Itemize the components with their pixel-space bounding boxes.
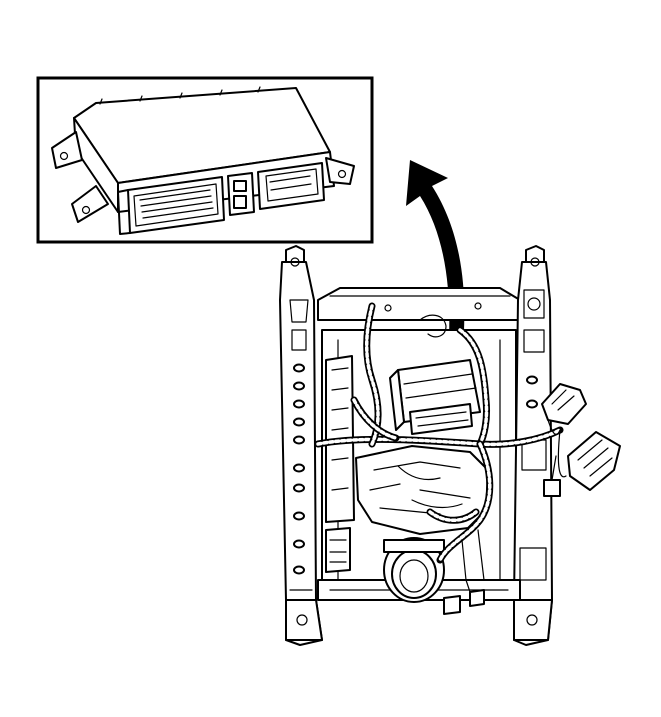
curved-arrow-icon [406, 160, 465, 358]
mounted-module-icon [389, 359, 481, 435]
harness-connectors [541, 383, 621, 497]
left-rail-slots [293, 363, 305, 575]
module-connector-icon [51, 86, 355, 235]
seat-frame-icon [279, 245, 621, 646]
wiring-harness [314, 302, 564, 593]
seat-motor-icon [383, 537, 445, 603]
